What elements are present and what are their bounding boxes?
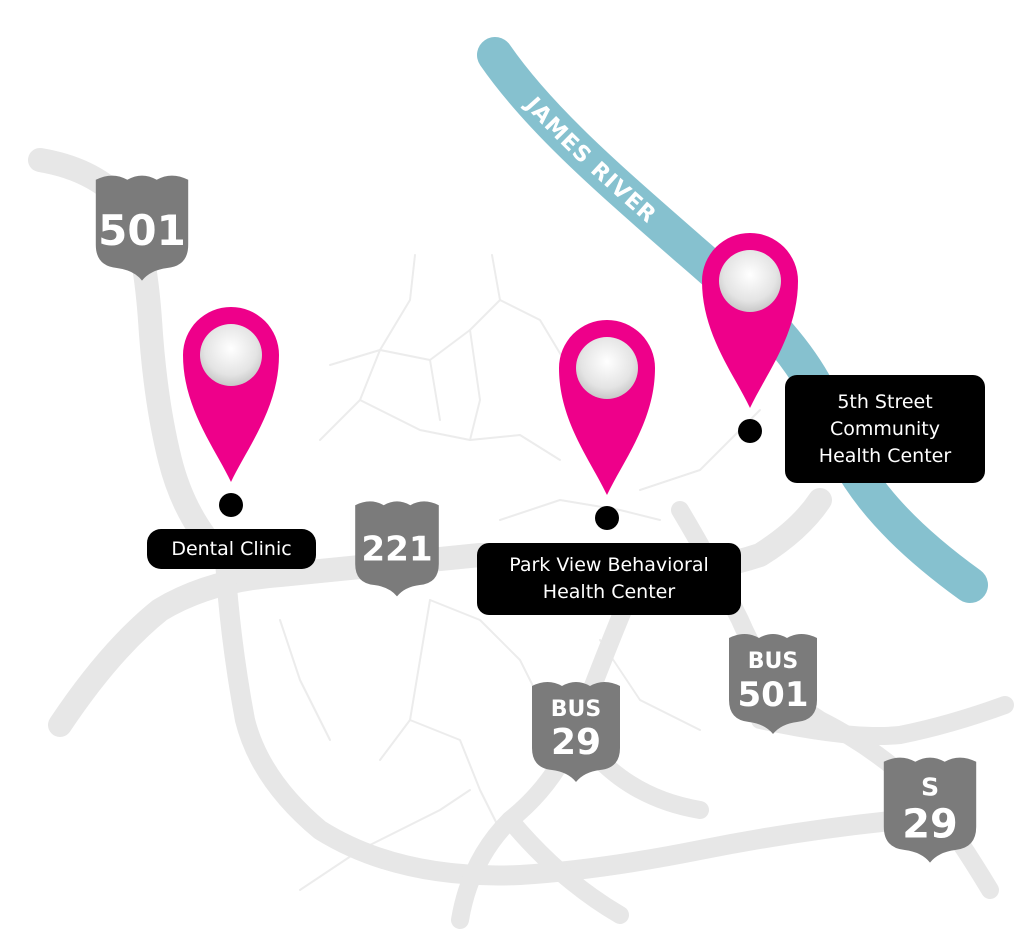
label-park-view[interactable]: Park View Behavioral Health Center <box>477 543 741 615</box>
shield-bus-29: BUS 29 <box>532 682 620 782</box>
shield-us-501: 501 <box>95 175 189 281</box>
shield-number: 29 <box>902 801 958 847</box>
label-line: Dental Clinic <box>171 537 292 560</box>
shield-prefix: BUS <box>748 649 798 674</box>
label-dental-clinic[interactable]: Dental Clinic <box>147 529 316 569</box>
pin-park-view[interactable] <box>559 320 655 530</box>
shield-number: 501 <box>738 675 809 715</box>
shield-number: 501 <box>98 206 186 255</box>
river-label: JAMES RIVER <box>519 91 661 228</box>
label-line: Health Center <box>542 581 676 603</box>
label-line: Park View Behavioral <box>509 554 709 576</box>
shield-prefix: S <box>921 772 939 801</box>
minor-roads <box>279 254 761 891</box>
location-dot <box>738 419 762 443</box>
shield-number: 221 <box>361 529 432 569</box>
location-dot <box>219 493 243 517</box>
shield-s-29: S 29 <box>883 757 977 863</box>
label-line: 5th Street <box>837 390 933 413</box>
shield-prefix: BUS <box>551 697 601 722</box>
location-dot <box>595 506 619 530</box>
label-line: Community <box>830 417 940 440</box>
shield-bus-501: BUS 501 <box>729 634 817 734</box>
label-fifth-street[interactable]: 5th Street Community Health Center <box>785 375 985 483</box>
shield-us-221: 221 <box>355 501 439 597</box>
pin-dental-clinic[interactable] <box>183 307 279 517</box>
shield-number: 29 <box>551 722 601 763</box>
pin-fifth-street[interactable] <box>702 233 798 443</box>
label-line: Health Center <box>818 444 952 467</box>
